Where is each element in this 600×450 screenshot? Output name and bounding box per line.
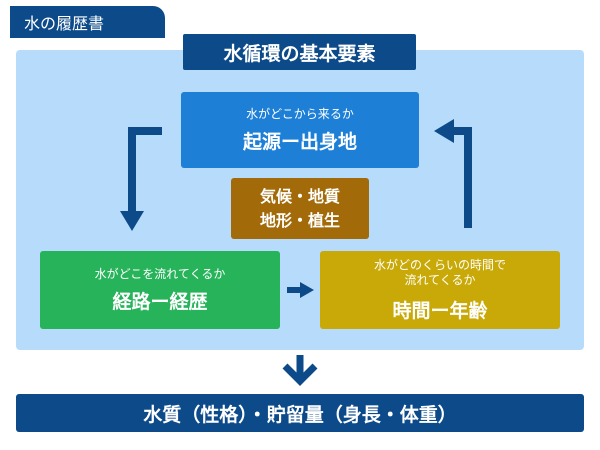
origin-box: 水がどこから来るか 起源ー出身地 — [181, 92, 419, 168]
age-label: 時間ー年齢 — [392, 299, 488, 322]
age-caption-line1: 水がどのくらいの時間で — [373, 257, 506, 272]
diagram-title-label: 水循環の基本要素 — [223, 42, 376, 65]
factors-box: 気候・地質 地形・植生 — [231, 178, 369, 239]
factors-line2: 地形・植生 — [259, 210, 340, 230]
origin-caption: 水がどこから来るか — [246, 106, 354, 121]
origin-to-route-arrowhead — [120, 211, 144, 231]
result-label: 水質（性格）・貯留量（身長・体重） — [143, 403, 457, 426]
route-label: 経路ー経歴 — [112, 290, 208, 313]
diagram-title: 水循環の基本要素 — [183, 34, 416, 70]
header-tag: 水の履歴書 — [10, 6, 165, 38]
age-to-origin-arrow-line — [452, 127, 472, 228]
factors-line1: 気候・地質 — [259, 186, 340, 206]
result-bar: 水質（性格）・貯留量（身長・体重） — [16, 394, 584, 432]
age-caption-line2: 流れてくるか — [404, 272, 476, 287]
origin-to-route-arrow-line — [128, 127, 162, 213]
age-to-origin-arrowhead — [434, 119, 454, 143]
route-to-age-arrowhead — [300, 282, 314, 298]
age-box: 水がどのくらいの時間で 流れてくるか 時間ー年齢 — [320, 251, 560, 329]
route-caption: 水がどこを流れてくるか — [94, 266, 226, 281]
panel-to-result-chevron — [282, 363, 318, 386]
header-tag-label: 水の履歴書 — [24, 14, 105, 33]
origin-label: 起源ー出身地 — [242, 130, 357, 153]
route-box: 水がどこを流れてくるか 経路ー経歴 — [40, 251, 280, 329]
